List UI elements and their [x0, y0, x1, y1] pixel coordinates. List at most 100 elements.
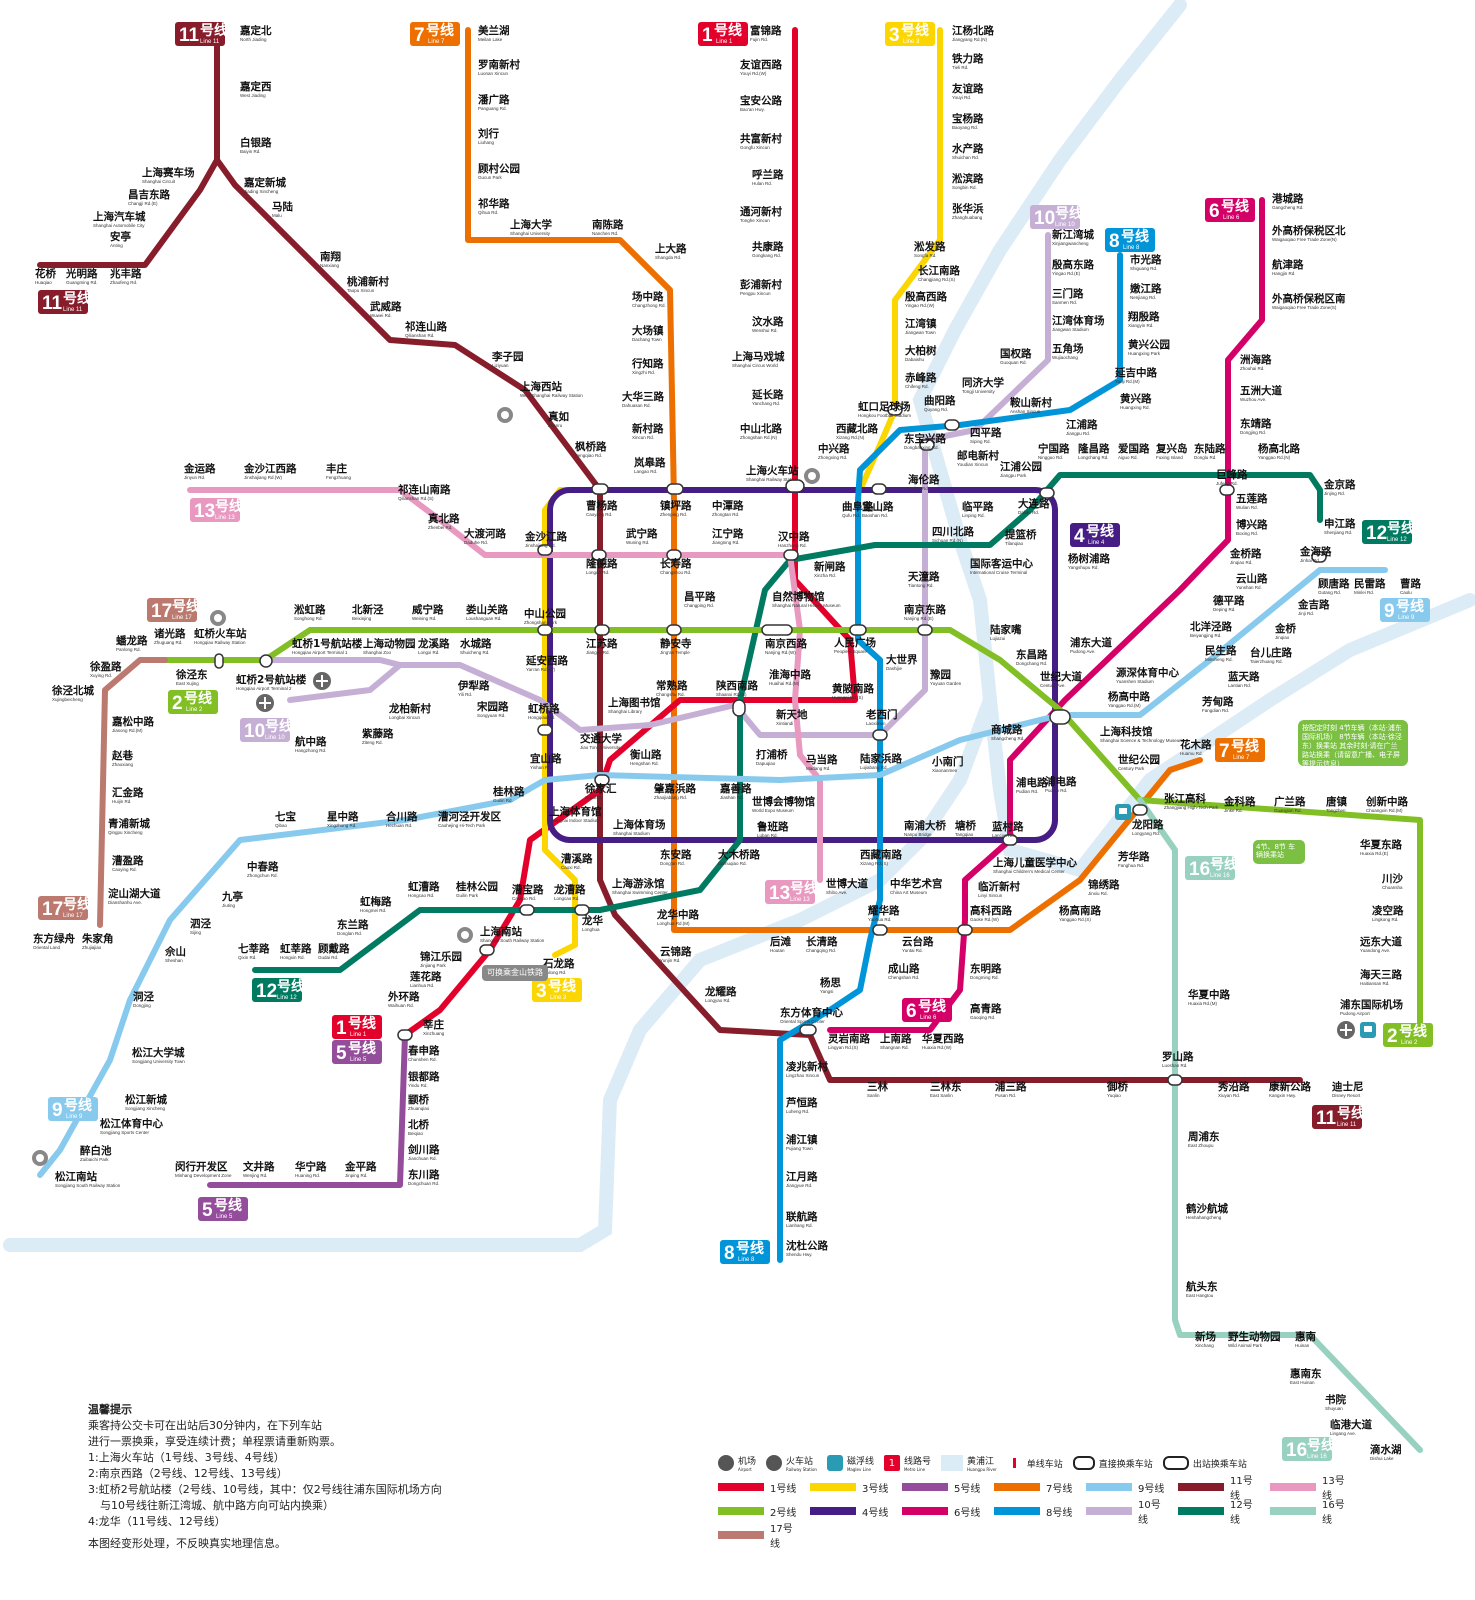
station-label[interactable]: 广兰路Guanglan Rd.: [1274, 795, 1306, 813]
station-label[interactable]: 伊犁路Yili Rd.: [457, 679, 490, 697]
station-label[interactable]: 曹路Caolu: [1400, 577, 1422, 595]
station-label[interactable]: 华夏东路Huaxia Rd.(E): [1360, 838, 1402, 856]
station-label[interactable]: 虹漕路Hongcao Rd.: [408, 880, 440, 898]
line-badge[interactable]: 7号线Line 7: [410, 22, 460, 46]
station-label[interactable]: 嘉松中路Jiasong Rd.(M): [111, 715, 154, 733]
station-label[interactable]: 场中路Changzhong Rd.: [632, 290, 666, 308]
station-label[interactable]: 兆丰路Zhaofeng Rd.: [110, 267, 142, 285]
station-label[interactable]: 嘉定西West Jiading: [239, 80, 272, 98]
station-label[interactable]: 东明路Dongming Rd.: [970, 962, 1002, 980]
station-label[interactable]: 汇金路Huijin Rd.: [112, 786, 144, 804]
station-label[interactable]: 嘉定北North Jiading: [239, 24, 272, 42]
station-label[interactable]: 西藏北路Xizang Rd.(N): [836, 422, 878, 440]
station-label[interactable]: 高青路Gaoqing Rd.: [970, 1002, 1002, 1020]
station-label[interactable]: 大华三路Dahuasan Rd.: [622, 390, 664, 408]
station-label[interactable]: 鲁班路Luban Rd.: [756, 820, 789, 838]
station-label[interactable]: 江杨北路Jiangyang Rd.(N): [952, 24, 994, 42]
station-label[interactable]: 中潭路Zhongtan Rd.: [712, 499, 744, 517]
line-badge[interactable]: 10号线Line 10: [1030, 205, 1083, 229]
station-label[interactable]: 海伦路Hailun Rd.: [908, 473, 940, 491]
station-label[interactable]: 祁华路Qihua Rd.: [478, 197, 510, 215]
station-label[interactable]: 友谊西路Youyi Rd.(W): [739, 58, 782, 76]
station-label[interactable]: 世纪公园Century Park: [1118, 753, 1160, 771]
line-badge[interactable]: 17号线Line 17: [147, 598, 200, 622]
station-label[interactable]: 上大路Shangda Rd.: [655, 242, 687, 260]
station-label[interactable]: 潘广路Panguang Rd.: [478, 93, 510, 111]
station-label[interactable]: 东方体育中心Oriental Sports Center: [780, 1006, 843, 1024]
line-badge[interactable]: 2号线Line 2: [1383, 1023, 1433, 1047]
station-label[interactable]: 浦电路Pudian Rd.: [1045, 775, 1077, 793]
station-label[interactable]: 淞虹路Songhong Rd.: [294, 603, 326, 621]
station-label[interactable]: 高科西路Gaoke Rd.(W): [970, 904, 1012, 922]
station-label[interactable]: 新江湾城Xinjiangwancheng: [1052, 228, 1094, 246]
station-label[interactable]: 上海儿童医学中心Shanghai Children's Medical Cent…: [993, 856, 1077, 874]
station-label[interactable]: 松江新城Songjiang Xincheng: [125, 1093, 167, 1111]
line-badge[interactable]: 8号线Line 8: [1105, 228, 1155, 252]
station-label[interactable]: 浦东大道Pudong Ave.: [1070, 636, 1112, 654]
station-label[interactable]: 世博大道Shibo Ave.: [826, 877, 868, 895]
station-label[interactable]: 武威路Wuwei Rd.: [370, 300, 402, 318]
station-label[interactable]: 七宝Qibao: [275, 810, 296, 828]
station-label[interactable]: 交通大学Jiao Tong University: [580, 732, 622, 750]
station-label[interactable]: 隆昌路Longchang Rd.: [1078, 442, 1110, 460]
station-label[interactable]: 航中路Hangzhong Rd.: [295, 735, 327, 753]
line-badge[interactable]: 1号线Line 1: [332, 1015, 382, 1039]
station-label[interactable]: 宜山路Yishan Rd.: [530, 752, 562, 770]
station-label[interactable]: 长寿路Changshou Rd.: [660, 557, 692, 575]
station-label[interactable]: 曲阜路Qufu Rd.: [842, 500, 874, 518]
station-label[interactable]: 肇嘉浜路Zhaojiabang Rd.: [653, 782, 696, 800]
station-label[interactable]: 上海大学Shanghai University: [510, 218, 552, 236]
station-label[interactable]: 昌平路Changping Rd.: [684, 590, 716, 608]
station-label[interactable]: 五洲大道Wuzhou Ave.: [1240, 384, 1282, 402]
station-label[interactable]: 江月路Jiangyue Rd.: [786, 1170, 818, 1188]
station-label[interactable]: 陆家浜路Lujiabang Rd.: [860, 752, 902, 770]
line-badge[interactable]: 13号线Line 13: [765, 880, 818, 904]
station-label[interactable]: 金平路Jinping Rd.: [344, 1160, 377, 1178]
station-label[interactable]: 大场镇Dachang Town: [632, 324, 664, 342]
station-label[interactable]: 上海体育场Shanghai Stadium: [613, 818, 666, 836]
line-badge[interactable]: 3号线Line 3: [885, 22, 935, 46]
station-label[interactable]: 中山公园Zhongshan Park: [524, 607, 566, 625]
station-label[interactable]: 嘉善路Jiashan Rd.: [719, 782, 752, 800]
line-badge[interactable]: 6号线Line 6: [1205, 198, 1255, 222]
station-label[interactable]: 金沙江西路Jinshajiang Rd.(W): [243, 462, 297, 480]
station-label[interactable]: 灵岩南路Lingyan Rd.(S): [827, 1032, 870, 1050]
station-label[interactable]: 国际客运中心International Cruise Terminal: [970, 557, 1033, 575]
station-label[interactable]: 赵巷Zhaoxiang: [111, 749, 134, 767]
station-label[interactable]: 水城路Shuicheng Rd.: [459, 637, 492, 655]
station-label[interactable]: 惠南东East Huinan: [1290, 1367, 1322, 1385]
station-label[interactable]: 浦东国际机场Pudong Airport: [1340, 998, 1403, 1016]
station-label[interactable]: 富锦路Fujin Rd.: [750, 24, 782, 42]
station-label[interactable]: 华宁路Huaning Rd.: [295, 1160, 327, 1178]
station-label[interactable]: 上海游泳馆Shanghai Swimming Center: [612, 877, 668, 895]
station-label[interactable]: 浦江镇Pujiang Town: [786, 1133, 818, 1151]
line-badge[interactable]: 9号线Line 9: [48, 1097, 98, 1121]
station-label[interactable]: 南陈路Nanchen Rd.: [592, 218, 624, 236]
station-label[interactable]: 杨高南路Yanggao Rd.(S): [1059, 904, 1101, 922]
station-label[interactable]: 虹口足球场Hongkou Football Stadium: [858, 400, 911, 418]
station-label[interactable]: 源深体育中心Yuanshen Stadium: [1116, 666, 1179, 684]
station-label[interactable]: 芳甸路Fangdian Rd.: [1202, 695, 1234, 713]
station-label[interactable]: 泗泾Sijing: [190, 917, 211, 935]
station-label[interactable]: 李子园Liziyuan: [491, 350, 524, 368]
station-label[interactable]: 岚皋路Langao Rd.: [634, 456, 666, 474]
station-label[interactable]: 世博会博物馆World Expo Museum: [752, 795, 815, 813]
station-label[interactable]: 顾戴路Gudai Rd.: [318, 942, 350, 960]
station-label[interactable]: 书院Shuyuan: [1325, 1393, 1347, 1411]
station-label[interactable]: 四川北路Sichuan Rd.(N): [932, 525, 974, 543]
station-label[interactable]: 真如Zhenru: [548, 410, 569, 428]
station-label[interactable]: 三林Sanlin: [867, 1080, 888, 1098]
station-label[interactable]: 东兰路Donglan Rd.: [337, 918, 369, 936]
station-label[interactable]: 邮电新村Youdian Xincun: [957, 449, 999, 467]
station-label[interactable]: 松江南站Songjiang South Railway Station: [55, 1170, 121, 1188]
station-label[interactable]: 上海图书馆Shanghai Library: [608, 696, 661, 714]
station-label[interactable]: 中春路Zhongchun Rd.: [247, 860, 279, 878]
line-badge[interactable]: 10号线Line 10: [240, 718, 293, 742]
station-label[interactable]: 陆家嘴Lujiazui: [990, 623, 1022, 641]
station-label[interactable]: 铁力路Tieli Rd.: [952, 52, 984, 70]
station-label[interactable]: 行知路Xingzhi Rd.: [631, 357, 664, 375]
station-label[interactable]: 民雷路Minlei Rd.: [1354, 577, 1386, 595]
line-badge[interactable]: 16号线Line 16: [1185, 856, 1238, 880]
station-label[interactable]: 九亭Jiuting: [221, 890, 243, 908]
station-label[interactable]: 江浦公园Jiangpu Park: [1000, 460, 1042, 478]
